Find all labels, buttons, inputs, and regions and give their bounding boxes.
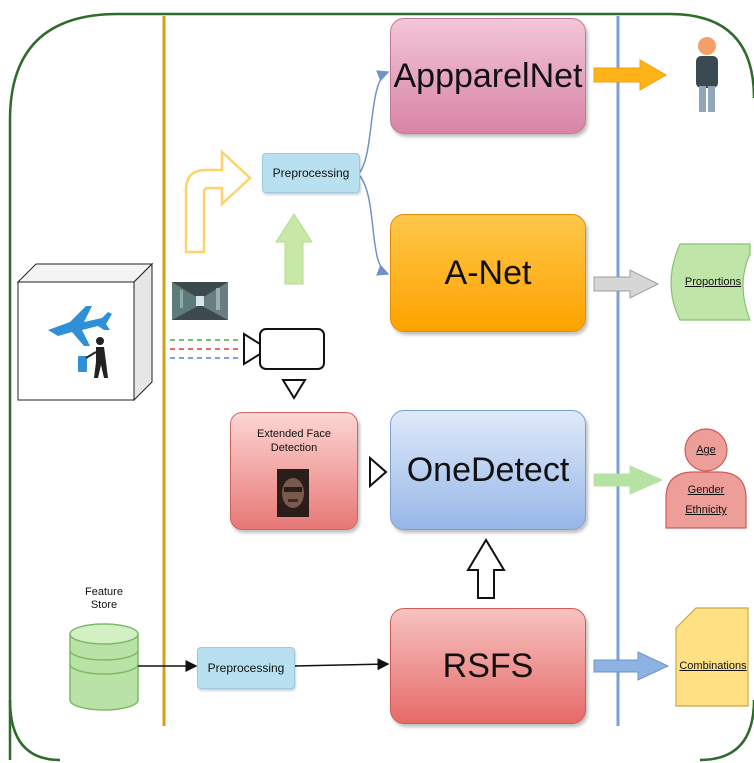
airport-traveler-icon: [16, 262, 154, 402]
up-arrow-hollow: [466, 538, 506, 599]
combinations-label: Combinations: [679, 660, 747, 672]
arrow-to-person: [593, 59, 668, 91]
onedetect-node: OneDetect: [390, 410, 586, 530]
rsfs-node: RSFS: [390, 608, 586, 724]
efd-label-line2: Detection: [270, 442, 318, 454]
combinations-shape: [675, 607, 749, 707]
proportions-label: Proportions: [684, 276, 742, 288]
arrow-to-combinations: [593, 651, 670, 681]
feature-store-label: Feature Store: [74, 586, 134, 612]
feature-store-line2: Store: [90, 599, 118, 611]
connector-to-apparelnet: [359, 70, 390, 173]
efd-label-line1: Extended Face: [257, 428, 331, 440]
video-camera-icon: [243, 328, 325, 370]
extended-face-detection-label: Extended Face Detection: [231, 427, 357, 455]
gender-label: Gender: [687, 484, 725, 496]
feature-store-line1: Feature: [85, 586, 123, 598]
proportions-shape: [670, 243, 751, 321]
preprocessing-bottom: Preprocessing: [197, 647, 295, 689]
anet-node: A-Net: [390, 214, 586, 332]
person-icon: [696, 37, 718, 112]
right-triangle-arrow: [369, 455, 388, 489]
outer-frame-right: [699, 699, 754, 762]
connector-preprocessing-to-rsfs: [293, 658, 390, 671]
ethnicity-label: Ethnicity: [685, 504, 727, 516]
preprocessing-top: Preprocessing: [262, 153, 360, 193]
apparelnet-node: AppparelNet: [390, 18, 586, 134]
face-thumbnail: [277, 469, 309, 517]
corridor-thumbnail: [172, 282, 228, 320]
age-label: Age: [696, 444, 716, 456]
outer-frame-bottom: [8, 699, 61, 762]
arrow-to-age: [593, 465, 664, 495]
up-arrow-green: [275, 213, 313, 285]
extended-face-detection-node: Extended Face Detection: [230, 412, 358, 530]
database-icon: [69, 623, 139, 711]
outer-frame: [8, 12, 754, 760]
bent-arrow-icon: [184, 149, 252, 254]
demographics-shape: [665, 428, 747, 529]
connector-to-anet: [359, 175, 390, 276]
arrow-to-proportions: [593, 269, 660, 299]
down-triangle-arrow: [281, 379, 307, 400]
